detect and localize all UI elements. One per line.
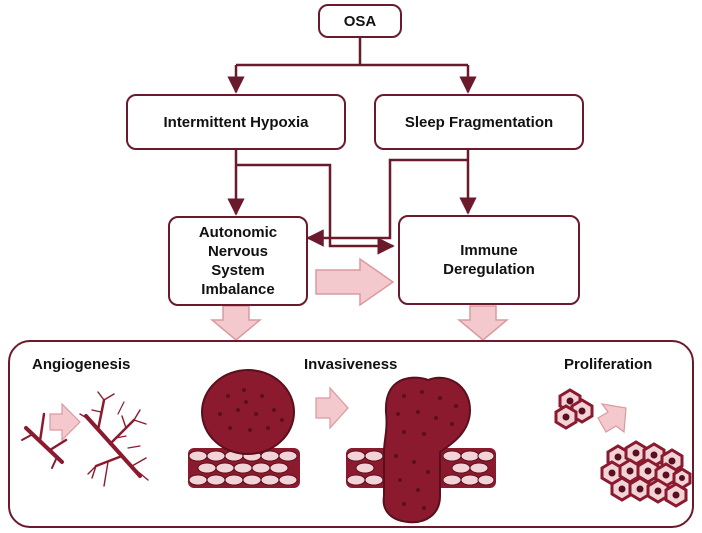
cells-large-cluster [600,440,692,508]
block-arrow-autonomic-down [209,305,263,341]
arrow-sleep-autonomic [306,158,468,247]
label-proliferation: Proliferation [564,356,653,373]
vessel-branched-icon [79,391,149,487]
cells-small-cluster [554,388,594,430]
arrow-hypoxia-immune [236,163,395,255]
node-osa: OSA [318,4,402,38]
arrow-invasiveness [315,386,349,430]
node-intermittent-hypoxia: Intermittent Hypoxia [126,94,346,150]
block-arrow-immune-down [456,305,510,341]
node-osa-label: OSA [343,12,377,30]
outcomes-panel [8,340,694,528]
label-angiogenesis: Angiogenesis [32,356,131,373]
node-autonomic-label: Autonomic Nervous System Imbalance [198,224,278,298]
block-arrow-autonomic-immune [315,257,395,307]
node-autonomic: Autonomic Nervous System Imbalance [168,216,308,306]
vessel-small-icon [21,412,68,469]
node-sleep-fragmentation: Sleep Fragmentation [374,94,584,150]
arrow-proliferation [597,403,627,434]
arrow-angiogenesis [49,402,81,442]
tumor-invading-right [382,376,472,524]
node-immune-label: Immune Deregulation [443,242,535,278]
label-invasiveness: Invasiveness [304,356,398,373]
node-immune: Immune Deregulation [398,215,580,305]
node-hypoxia-label: Intermittent Hypoxia [163,113,309,131]
node-sleep-label: Sleep Fragmentation [404,113,554,131]
tumor-mass-left [201,369,295,455]
